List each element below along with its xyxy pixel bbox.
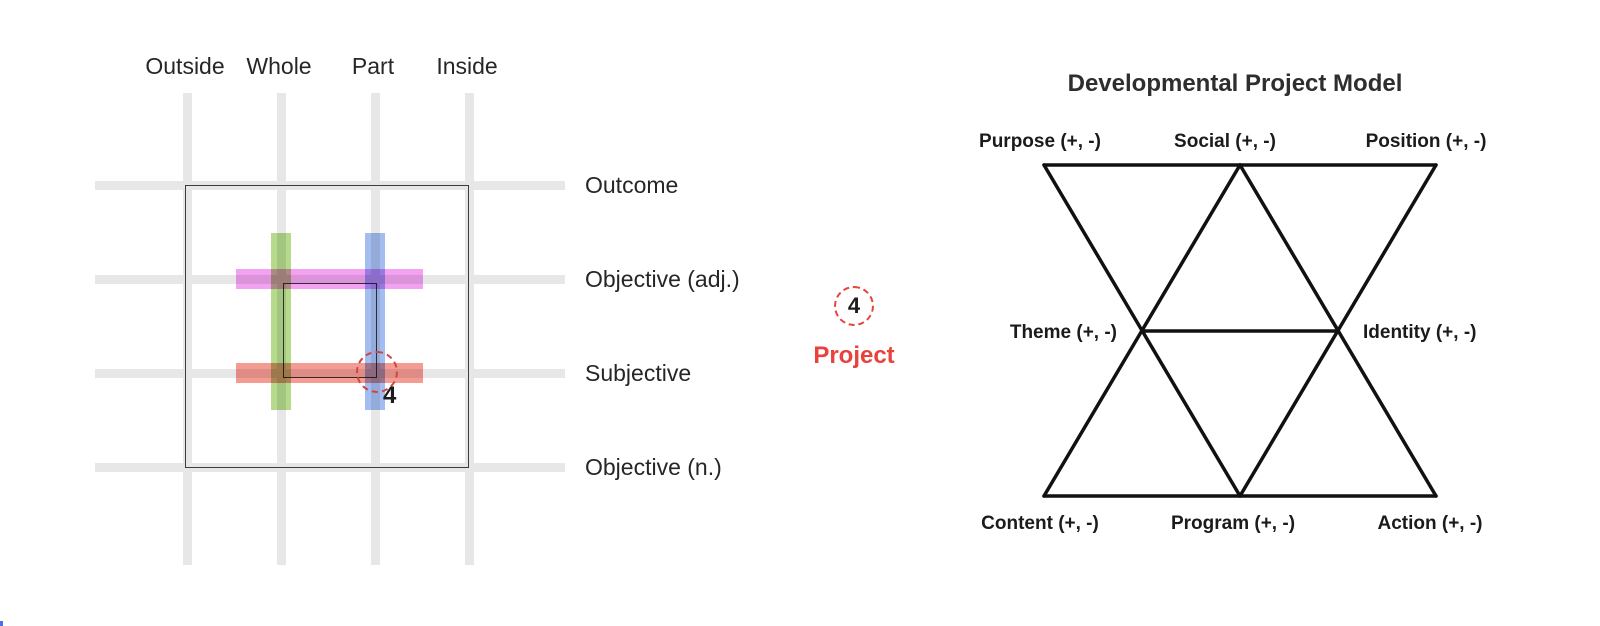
column-label-outside: Outside	[145, 53, 225, 79]
row-label-outcome: Outcome	[585, 172, 679, 198]
column-label-whole: Whole	[246, 53, 312, 79]
developmental-model-triangles	[1042, 163, 1438, 498]
column-label-part: Part	[351, 53, 395, 79]
model-diagonal-action-social	[1238, 163, 1438, 498]
outer-boundary-square	[185, 185, 469, 468]
row-label-objective-adj: Objective (adj.)	[585, 266, 740, 292]
model-label-identity: Identity (+, -)	[1363, 322, 1477, 343]
grid-vline-inside	[465, 93, 474, 565]
column-label-inside: Inside	[436, 53, 498, 79]
model-label-program: Program (+, -)	[1170, 513, 1296, 534]
model-title: Developmental Project Model	[1067, 70, 1403, 97]
row-label-objective-n: Objective (n.)	[585, 454, 722, 480]
highlight-bar-green-whole	[271, 233, 291, 410]
matrix-marker-number: 4	[383, 382, 397, 409]
row-label-subjective: Subjective	[585, 360, 692, 386]
model-label-action: Action (+, -)	[1377, 513, 1483, 534]
model-label-position: Position (+, -)	[1365, 131, 1487, 152]
model-diagonal-content-social	[1042, 163, 1242, 498]
highlight-bar-pink-objective-adj	[236, 269, 423, 289]
matrix-marker-circle	[356, 351, 398, 393]
project-badge-number: 4	[847, 293, 861, 318]
project-badge-circle: 4	[834, 286, 874, 326]
model-label-social: Social (+, -)	[1174, 131, 1276, 152]
model-label-purpose: Purpose (+, -)	[979, 131, 1101, 152]
model-label-content: Content (+, -)	[981, 513, 1099, 534]
grid-vline-outside	[183, 93, 192, 565]
project-badge-label: Project	[813, 342, 895, 369]
interest-matrix-diagram: Outside Whole Part Inside Outcome Object…	[0, 0, 780, 626]
model-label-theme: Theme (+, -)	[1009, 322, 1117, 343]
corner-artifact	[0, 621, 3, 626]
